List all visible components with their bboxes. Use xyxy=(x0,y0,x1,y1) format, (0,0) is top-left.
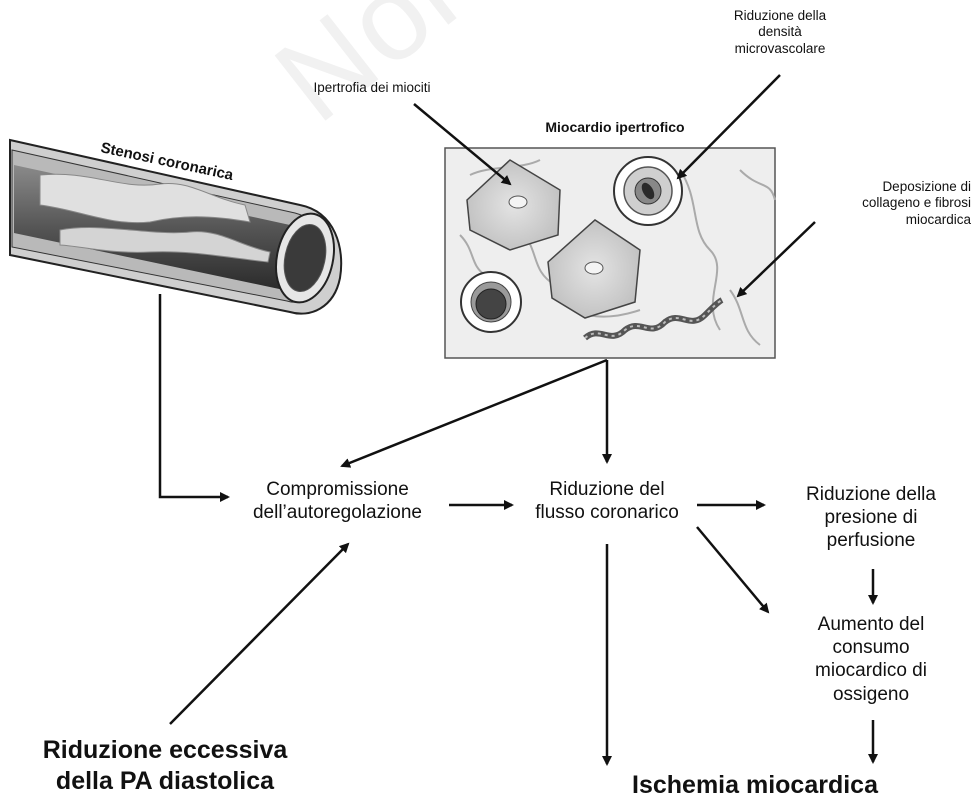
microvessel-1 xyxy=(614,157,682,225)
arrow-stenosis-to-autoregulation xyxy=(160,294,228,497)
node-coronary-flow: Riduzione del flusso coronarico xyxy=(512,478,702,524)
collagen-callout: Deposizione di collageno e fibrosi mioca… xyxy=(795,179,971,228)
arrow-flow-to-oxygen xyxy=(697,527,768,612)
myocardium-panel xyxy=(445,148,775,358)
microvascular-callout: Riduzione della densità microvascolare xyxy=(700,8,860,57)
microvessel-2 xyxy=(461,272,521,332)
node-autoregulation: Compromissione dell’autoregolazione xyxy=(225,478,450,524)
node-oxygen-consumption: Aumento del consumo miocardico di ossige… xyxy=(776,613,966,706)
arrow-diastolic-to-autoregulation xyxy=(170,544,348,724)
node-perfusion: Riduzione della presione di perfusione xyxy=(776,483,966,553)
myocardium-title: Miocardio ipertrofico xyxy=(520,119,710,136)
node-diastolic-pressure: Riduzione eccessiva della PA diastolica xyxy=(10,735,320,796)
myocyte-callout: Ipertrofia dei miociti xyxy=(272,80,472,96)
arrow-myocardium-to-autoregulation xyxy=(342,360,607,466)
node-ischemia: Ischemia miocardica xyxy=(590,770,920,801)
